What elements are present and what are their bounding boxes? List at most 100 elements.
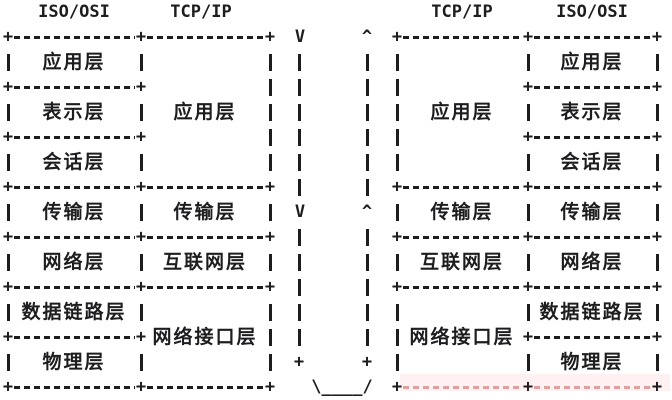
border-junction: +	[522, 77, 534, 97]
border-junction: +	[2, 77, 14, 97]
vertical-border-bar	[366, 304, 369, 321]
vertical-border-bar	[527, 354, 530, 371]
border-junction: +	[135, 127, 147, 147]
border-dash-line	[14, 386, 135, 389]
layer-label: 应用层	[430, 101, 494, 123]
layer-label: 网络接口层	[152, 326, 258, 348]
stack-title-right-osi: ISO/OSI	[556, 2, 628, 22]
vertical-border-bar	[527, 304, 530, 321]
border-junction: +	[522, 127, 534, 147]
border-dash-line	[14, 336, 135, 339]
arrow-up-glyph: ^	[361, 27, 373, 47]
stack-title-left-osi: ISO/OSI	[38, 2, 110, 22]
border-junction: +	[2, 127, 14, 147]
border-junction: +	[135, 27, 147, 47]
vertical-border-bar	[396, 54, 399, 71]
border-dash-line	[403, 286, 522, 289]
vertical-border-bar	[366, 54, 369, 71]
arrow-down-glyph: V	[294, 27, 306, 47]
vertical-border-bar	[7, 204, 10, 221]
vertical-border-bar	[298, 304, 301, 321]
border-dash-line	[147, 386, 264, 389]
vertical-border-bar	[269, 104, 272, 121]
vertical-border-bar	[7, 254, 10, 271]
border-junction: +	[651, 77, 663, 97]
layer-label: 网络接口层	[409, 326, 515, 348]
vertical-border-bar	[656, 204, 659, 221]
vertical-border-bar	[396, 204, 399, 221]
border-junction: +	[361, 352, 373, 372]
stack-title-right-tcpip: TCP/IP	[431, 2, 493, 22]
border-junction: +	[522, 327, 534, 347]
vertical-border-bar	[656, 104, 659, 121]
border-junction: +	[522, 27, 534, 47]
layer-label: 应用层	[173, 101, 237, 123]
layer-label: 传输层	[560, 201, 624, 223]
vertical-border-bar	[269, 204, 272, 221]
border-dash-line	[14, 86, 135, 89]
vertical-border-bar	[269, 354, 272, 371]
vertical-border-bar	[366, 279, 369, 296]
border-junction: +	[135, 277, 147, 297]
stack-title-left-tcpip: TCP/IP	[170, 2, 232, 22]
layer-label: 会话层	[42, 151, 106, 173]
border-junction: +	[522, 377, 534, 397]
border-junction: +	[522, 277, 534, 297]
layer-label: 网络层	[560, 251, 624, 273]
border-junction: +	[391, 177, 403, 197]
vertical-border-bar	[298, 254, 301, 271]
border-dash-line	[534, 286, 651, 289]
border-junction: +	[391, 227, 403, 247]
vertical-border-bar	[298, 104, 301, 121]
layer-label: 应用层	[560, 51, 624, 73]
border-junction: +	[651, 177, 663, 197]
vertical-border-bar	[7, 304, 10, 321]
border-junction: +	[264, 177, 276, 197]
border-junction: +	[391, 277, 403, 297]
vertical-border-bar	[396, 79, 399, 96]
vertical-border-bar	[298, 279, 301, 296]
vertical-border-bar	[396, 104, 399, 121]
border-dash-line-highlighted	[534, 386, 651, 389]
border-junction: +	[264, 27, 276, 47]
vertical-border-bar	[396, 329, 399, 346]
vertical-border-bar	[366, 229, 369, 246]
vertical-border-bar	[366, 129, 369, 146]
vertical-border-bar	[140, 154, 143, 171]
vertical-border-bar	[140, 254, 143, 271]
vertical-border-bar	[366, 104, 369, 121]
border-junction: +	[2, 277, 14, 297]
vertical-border-bar	[269, 254, 272, 271]
vertical-border-bar	[140, 304, 143, 321]
layer-label: 传输层	[430, 201, 494, 223]
border-dash-line	[403, 186, 522, 189]
vertical-border-bar	[366, 329, 369, 346]
border-dash-line	[534, 36, 651, 39]
border-dash-line	[534, 236, 651, 239]
border-junction: +	[651, 277, 663, 297]
border-dash-line	[14, 286, 135, 289]
vertical-border-bar	[7, 154, 10, 171]
border-dash-line	[403, 36, 522, 39]
border-junction: +	[522, 227, 534, 247]
border-junction: +	[2, 177, 14, 197]
layer-label: 会话层	[560, 151, 624, 173]
vertical-border-bar	[7, 54, 10, 71]
border-dash-line	[534, 136, 651, 139]
vertical-border-bar	[298, 154, 301, 171]
border-dash-line	[14, 36, 135, 39]
vertical-border-bar	[396, 254, 399, 271]
border-dash-line	[147, 236, 264, 239]
vertical-border-bar	[269, 329, 272, 346]
border-junction: +	[2, 227, 14, 247]
vertical-border-bar	[656, 154, 659, 171]
vertical-border-bar	[298, 79, 301, 96]
vertical-border-bar	[7, 104, 10, 121]
vertical-border-bar	[298, 229, 301, 246]
vertical-border-bar	[298, 329, 301, 346]
vertical-border-bar	[7, 354, 10, 371]
border-junction: +	[293, 352, 305, 372]
vertical-border-bar	[656, 254, 659, 271]
border-junction: +	[522, 177, 534, 197]
vertical-border-bar	[527, 104, 530, 121]
